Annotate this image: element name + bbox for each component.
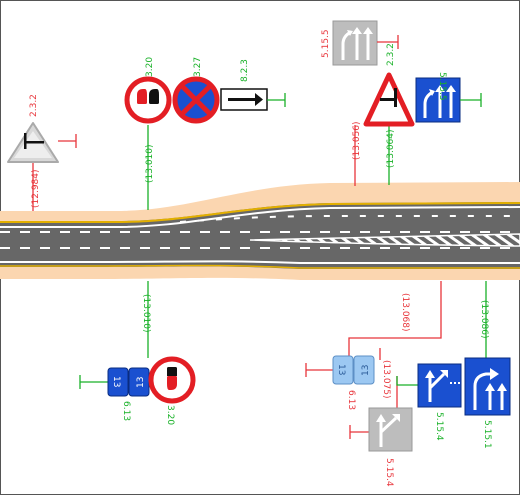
station-13-064: (13.064) [386, 129, 396, 168]
lane-direction-icon [473, 372, 492, 410]
leader-613-right [348, 281, 442, 356]
km-plate-text-left-b: 13 [136, 377, 146, 388]
edge-marking-bottom [0, 260, 520, 264]
triangle-inner [14, 131, 52, 158]
added-lane-dashed [179, 215, 520, 223]
plate-6-13-right: 13 13 6.13 (13.068) [305, 293, 410, 410]
km-plate-text-right-b: 13 [361, 365, 371, 376]
sign-5-15-4-gray: 5.15.4 [349, 407, 413, 487]
station-12-984: (12.984) [31, 169, 41, 208]
sign-3-20-top: 3.20 (13.010) [124, 57, 172, 183]
edge-line-bottom [0, 264, 520, 269]
code-5-15-4-gray: 5.15.4 [384, 458, 394, 487]
station-13-056: (13.056) [352, 121, 362, 160]
hatched-island [249, 233, 520, 247]
code-6-13-left: 6.13 [121, 401, 131, 421]
station-13-075: (13.075) [381, 360, 391, 399]
km-plate-text-right-a: 13 [336, 364, 346, 375]
code-3-20-bottom: 3.20 [165, 405, 175, 425]
km-plate-text-left-a: 13 [111, 376, 121, 387]
code-3-27: 3.27 [193, 57, 203, 77]
leader-5154-blue [396, 376, 418, 386]
code-5-15-5-blue: 5.15.5 [437, 72, 447, 101]
station-13-010-bottom: (13.010) [141, 294, 151, 333]
station-13-068: (13.068) [400, 293, 410, 332]
roadway [0, 182, 520, 280]
code-5-15-4-blue: 5.15.4 [434, 412, 444, 441]
code-8-2-3: 8.2.3 [240, 59, 250, 82]
plate-6-13-left: 13 13 6.13 [79, 367, 150, 421]
edge-line-top [0, 202, 520, 223]
sign-3-27: 3.27 [172, 57, 220, 124]
sign-5-15-5-gray: 5.15.5 [321, 20, 399, 66]
code-5-15-5-gray: 5.15.5 [321, 29, 331, 58]
code-6-13-right: 6.13 [346, 390, 356, 410]
no-overtaking-icon [124, 76, 172, 124]
sign-5-15-5-blue: 5.15.5 (13.064) [386, 72, 482, 168]
code-3-20-top: 3.20 [145, 57, 155, 77]
station-13-010-top: (13.010) [145, 144, 155, 183]
asphalt [0, 202, 520, 269]
plate-8-2-3: 8.2.3 [220, 59, 286, 111]
sign-5-15-1: 5.15.1 (13.086) [464, 300, 511, 449]
code-2-3-2-top: 2.3.2 [386, 43, 396, 66]
sign-2-3-2-left: 2.3.2 (12.984) [7, 94, 77, 208]
sign-5-15-4-blue: 5.15.4 (13.075) [381, 360, 462, 441]
sign-2-3-2-top: 2.3.2 (13.056) [352, 43, 415, 160]
code-2-3-2-left: 2.3.2 [29, 94, 39, 117]
sign-3-20-bottom: 3.20 (13.010) [141, 294, 196, 425]
edge-marking-top [0, 206, 520, 228]
station-13-086: (13.086) [479, 300, 489, 339]
shoulder-top [0, 182, 520, 222]
code-5-15-1: 5.15.1 [482, 420, 492, 449]
leader-lines [32, 125, 487, 408]
shoulder-bottom [0, 265, 520, 280]
